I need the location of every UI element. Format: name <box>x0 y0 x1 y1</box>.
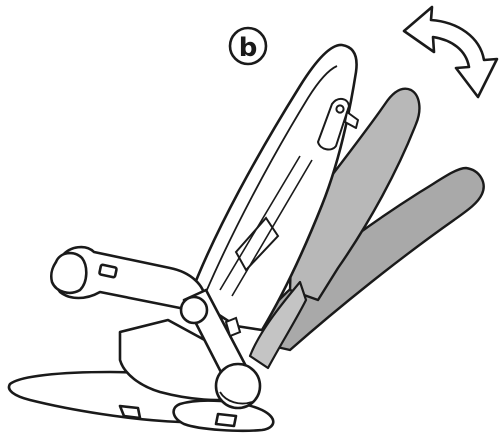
backrest-mid-position <box>288 87 421 302</box>
armrest <box>49 245 207 314</box>
recline-latch <box>317 98 359 151</box>
curved-double-arrow-icon <box>402 5 499 99</box>
chair-base <box>7 318 275 433</box>
step-badge-letter: b <box>239 33 258 63</box>
side-button <box>224 316 242 338</box>
seat-cushion <box>248 280 308 370</box>
backrest-far-position <box>266 166 485 352</box>
backrest-upright <box>188 43 358 332</box>
step-badge: b <box>228 26 268 66</box>
step-badge-circle <box>228 26 268 66</box>
main-hinge-knob <box>214 362 262 410</box>
upper-pivot-knob <box>179 295 209 325</box>
